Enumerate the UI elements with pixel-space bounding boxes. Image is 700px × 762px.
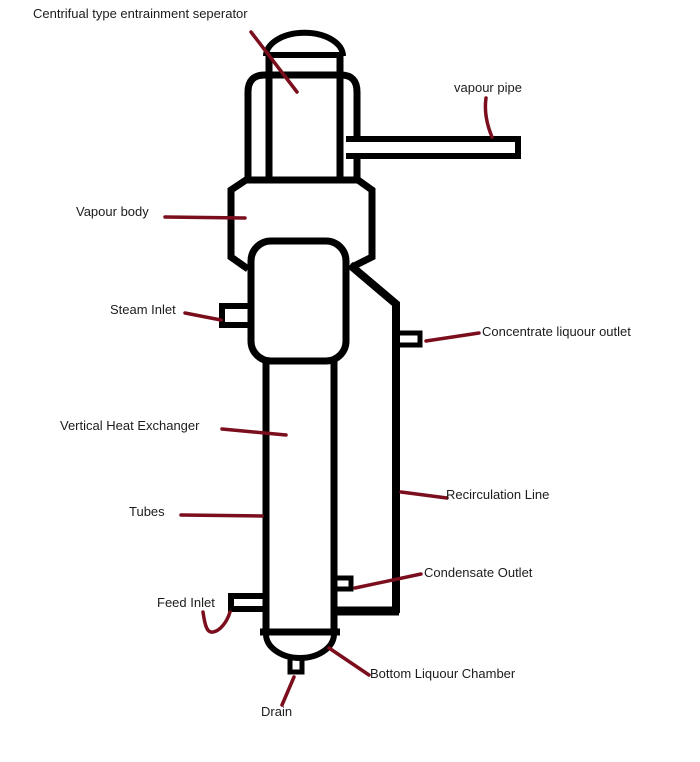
- pointer-vapour-pipe: [483, 96, 494, 139]
- vapour-body-label: Vapour body: [76, 204, 149, 219]
- separator-label: Centrifual type entrainment seperator: [33, 6, 248, 21]
- condensate-outlet-stub: [335, 575, 354, 592]
- concentrate-outlet-label: Concentrate liquour outlet: [482, 324, 631, 339]
- pointer-heat-exchanger: [220, 427, 288, 437]
- heat-exchanger-label: Vertical Heat Exchanger: [60, 418, 200, 433]
- separator-cylinder: [265, 54, 344, 179]
- pointer-separator: [249, 30, 299, 94]
- separator-dome: [263, 29, 346, 57]
- tubes-label: Tubes: [129, 504, 165, 519]
- pointer-drain: [280, 675, 296, 707]
- pointer-tubes: [179, 513, 264, 518]
- pointer-concentrate-outlet: [424, 331, 481, 343]
- pointer-recirculation: [399, 490, 449, 500]
- condensate-outlet-label: Condensate Outlet: [424, 565, 533, 580]
- feed-inlet-label: Feed Inlet: [157, 595, 215, 610]
- vapour-pipe-label: vapour pipe: [454, 80, 522, 95]
- bottom-chamber-label: Bottom Liquour Chamber: [370, 666, 516, 681]
- recirculation-line-shape: [347, 261, 400, 613]
- separator-shell: [244, 71, 361, 180]
- pointer-vapour-body: [163, 215, 247, 220]
- drain-stub: [287, 658, 305, 675]
- steam-inlet-stub: [219, 303, 251, 328]
- pointer-bottom-chamber: [327, 646, 371, 677]
- steam-inlet-label: Steam Inlet: [110, 302, 176, 317]
- vapour-pipe-shape: [346, 136, 521, 159]
- feed-inlet-stub: [228, 593, 265, 612]
- recirculation-label: Recirculation Line: [446, 487, 550, 502]
- vapour-body-shape: [227, 176, 376, 272]
- steam-chest-shape: [247, 237, 350, 365]
- pointer-feed-inlet: [201, 610, 232, 634]
- entrainment-separator: [244, 29, 361, 180]
- pointer-steam-inlet: [183, 311, 223, 322]
- drain-label: Drain: [261, 704, 293, 719]
- concentrate-outlet-stub: [397, 330, 423, 348]
- bottom-chamber-dome: [263, 633, 337, 661]
- pointer-condensate-outlet: [353, 572, 423, 590]
